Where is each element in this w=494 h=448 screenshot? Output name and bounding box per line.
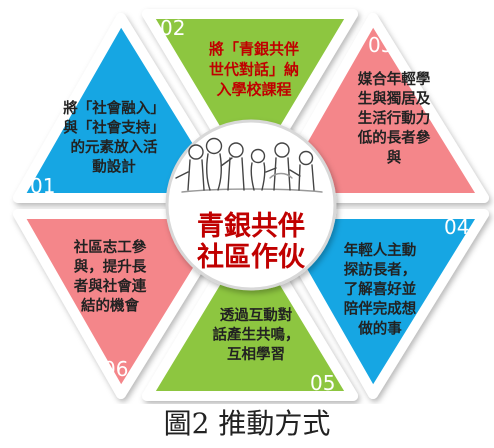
segment-text-line: 話產生共鳴，: [213, 326, 300, 344]
segment-05-text: 透過互動對話產生共鳴，互相學習: [213, 306, 300, 363]
segment-06-number: 06: [103, 357, 128, 381]
segment-01-shape: [13, 13, 237, 203]
segment-06: 社區志工參與，提升長者與社會連結的機會 06: [13, 209, 237, 399]
segment-text-line: 生與獨居及: [358, 90, 431, 108]
segment-text-line: 結的機會: [81, 297, 139, 315]
center-title-line-2: 社區作伙: [197, 241, 306, 273]
segment-text-line: 了解喜好並: [344, 280, 417, 298]
segment-text-line: 與: [387, 148, 402, 166]
segment-01: 將「社會融入」與「社會支持」的元素放入活動設計 01: [13, 13, 237, 203]
segment-text-line: 的元素放入活: [71, 138, 158, 156]
segment-01-text: 將「社會融入」與「社會支持」的元素放入活動設計: [63, 99, 165, 176]
segment-text-line: 探訪長者，: [344, 261, 417, 279]
segment-text-line: 世代對話」納: [209, 60, 299, 78]
segment-03-number: 03: [368, 33, 393, 57]
segment-04-number: 04: [444, 215, 469, 239]
segment-text-line: 媒合年輕學: [358, 70, 431, 88]
segment-text-line: 陪伴完成想: [344, 300, 417, 318]
segment-text-line: 動設計: [92, 158, 136, 176]
segment-04-shape: [265, 209, 489, 399]
segment-05-number: 05: [310, 371, 335, 395]
segment-05-shape: [142, 221, 358, 401]
segment-01-number: 01: [30, 174, 55, 198]
segment-03: 媒合年輕學生與獨居及生活行動力低的長者參與 03: [265, 13, 489, 203]
segment-text-line: 者與社會連: [74, 277, 147, 295]
segment-06-text: 社區志工參與，提升長者與社會連結的機會: [73, 238, 147, 315]
segment-text-line: 與，提升長: [74, 258, 147, 276]
segment-text-line: 將「青銀共伴: [209, 40, 299, 58]
segment-04-text: 年輕人主動探訪長者，了解喜好並陪伴完成想做的事: [344, 241, 417, 337]
hexagon-diagram: 將「社會融入」與「社會支持」的元素放入活動設計 01 將「青銀共伴世代對話」納入…: [13, 9, 489, 401]
segment-text-line: 做的事: [357, 319, 402, 337]
segment-02: 將「青銀共伴世代對話」納入學校課程 02: [142, 9, 358, 191]
segment-text-line: 入學校課程: [216, 81, 291, 99]
segment-text-line: 互相學習: [227, 345, 285, 363]
segment-text-line: 生活行動力: [358, 109, 431, 127]
people-group-illustration: [175, 137, 323, 193]
segment-05: 透過互動對話產生共鳴，互相學習 05: [142, 221, 358, 401]
segment-04: 年輕人主動探訪長者，了解喜好並陪伴完成想做的事 04: [265, 209, 489, 399]
segment-text-line: 低的長者參: [357, 129, 431, 147]
segment-text-line: 將「社會融入」: [63, 99, 165, 117]
segment-text-line: 透過互動對: [220, 306, 293, 324]
center-circle-shape: [165, 119, 337, 291]
segment-text-line: 年輕人主動: [344, 241, 417, 259]
center-title-line-1: 青銀共伴: [197, 211, 305, 242]
segment-text-line: 與「社會支持」: [63, 119, 165, 137]
segment-02-text: 將「青銀共伴世代對話」納入學校課程: [209, 40, 299, 99]
figure-caption: 圖2 推動方式: [163, 407, 331, 440]
segment-06-shape: [13, 209, 237, 399]
segment-02-number: 02: [160, 16, 185, 40]
center-circle: 青銀共伴 社區作伙: [165, 119, 337, 291]
segment-03-shape: [265, 13, 489, 203]
segment-03-text: 媒合年輕學生與獨居及生活行動力低的長者參與: [357, 70, 431, 166]
segment-text-line: 社區志工參: [73, 238, 147, 256]
segment-02-shape: [142, 9, 358, 191]
